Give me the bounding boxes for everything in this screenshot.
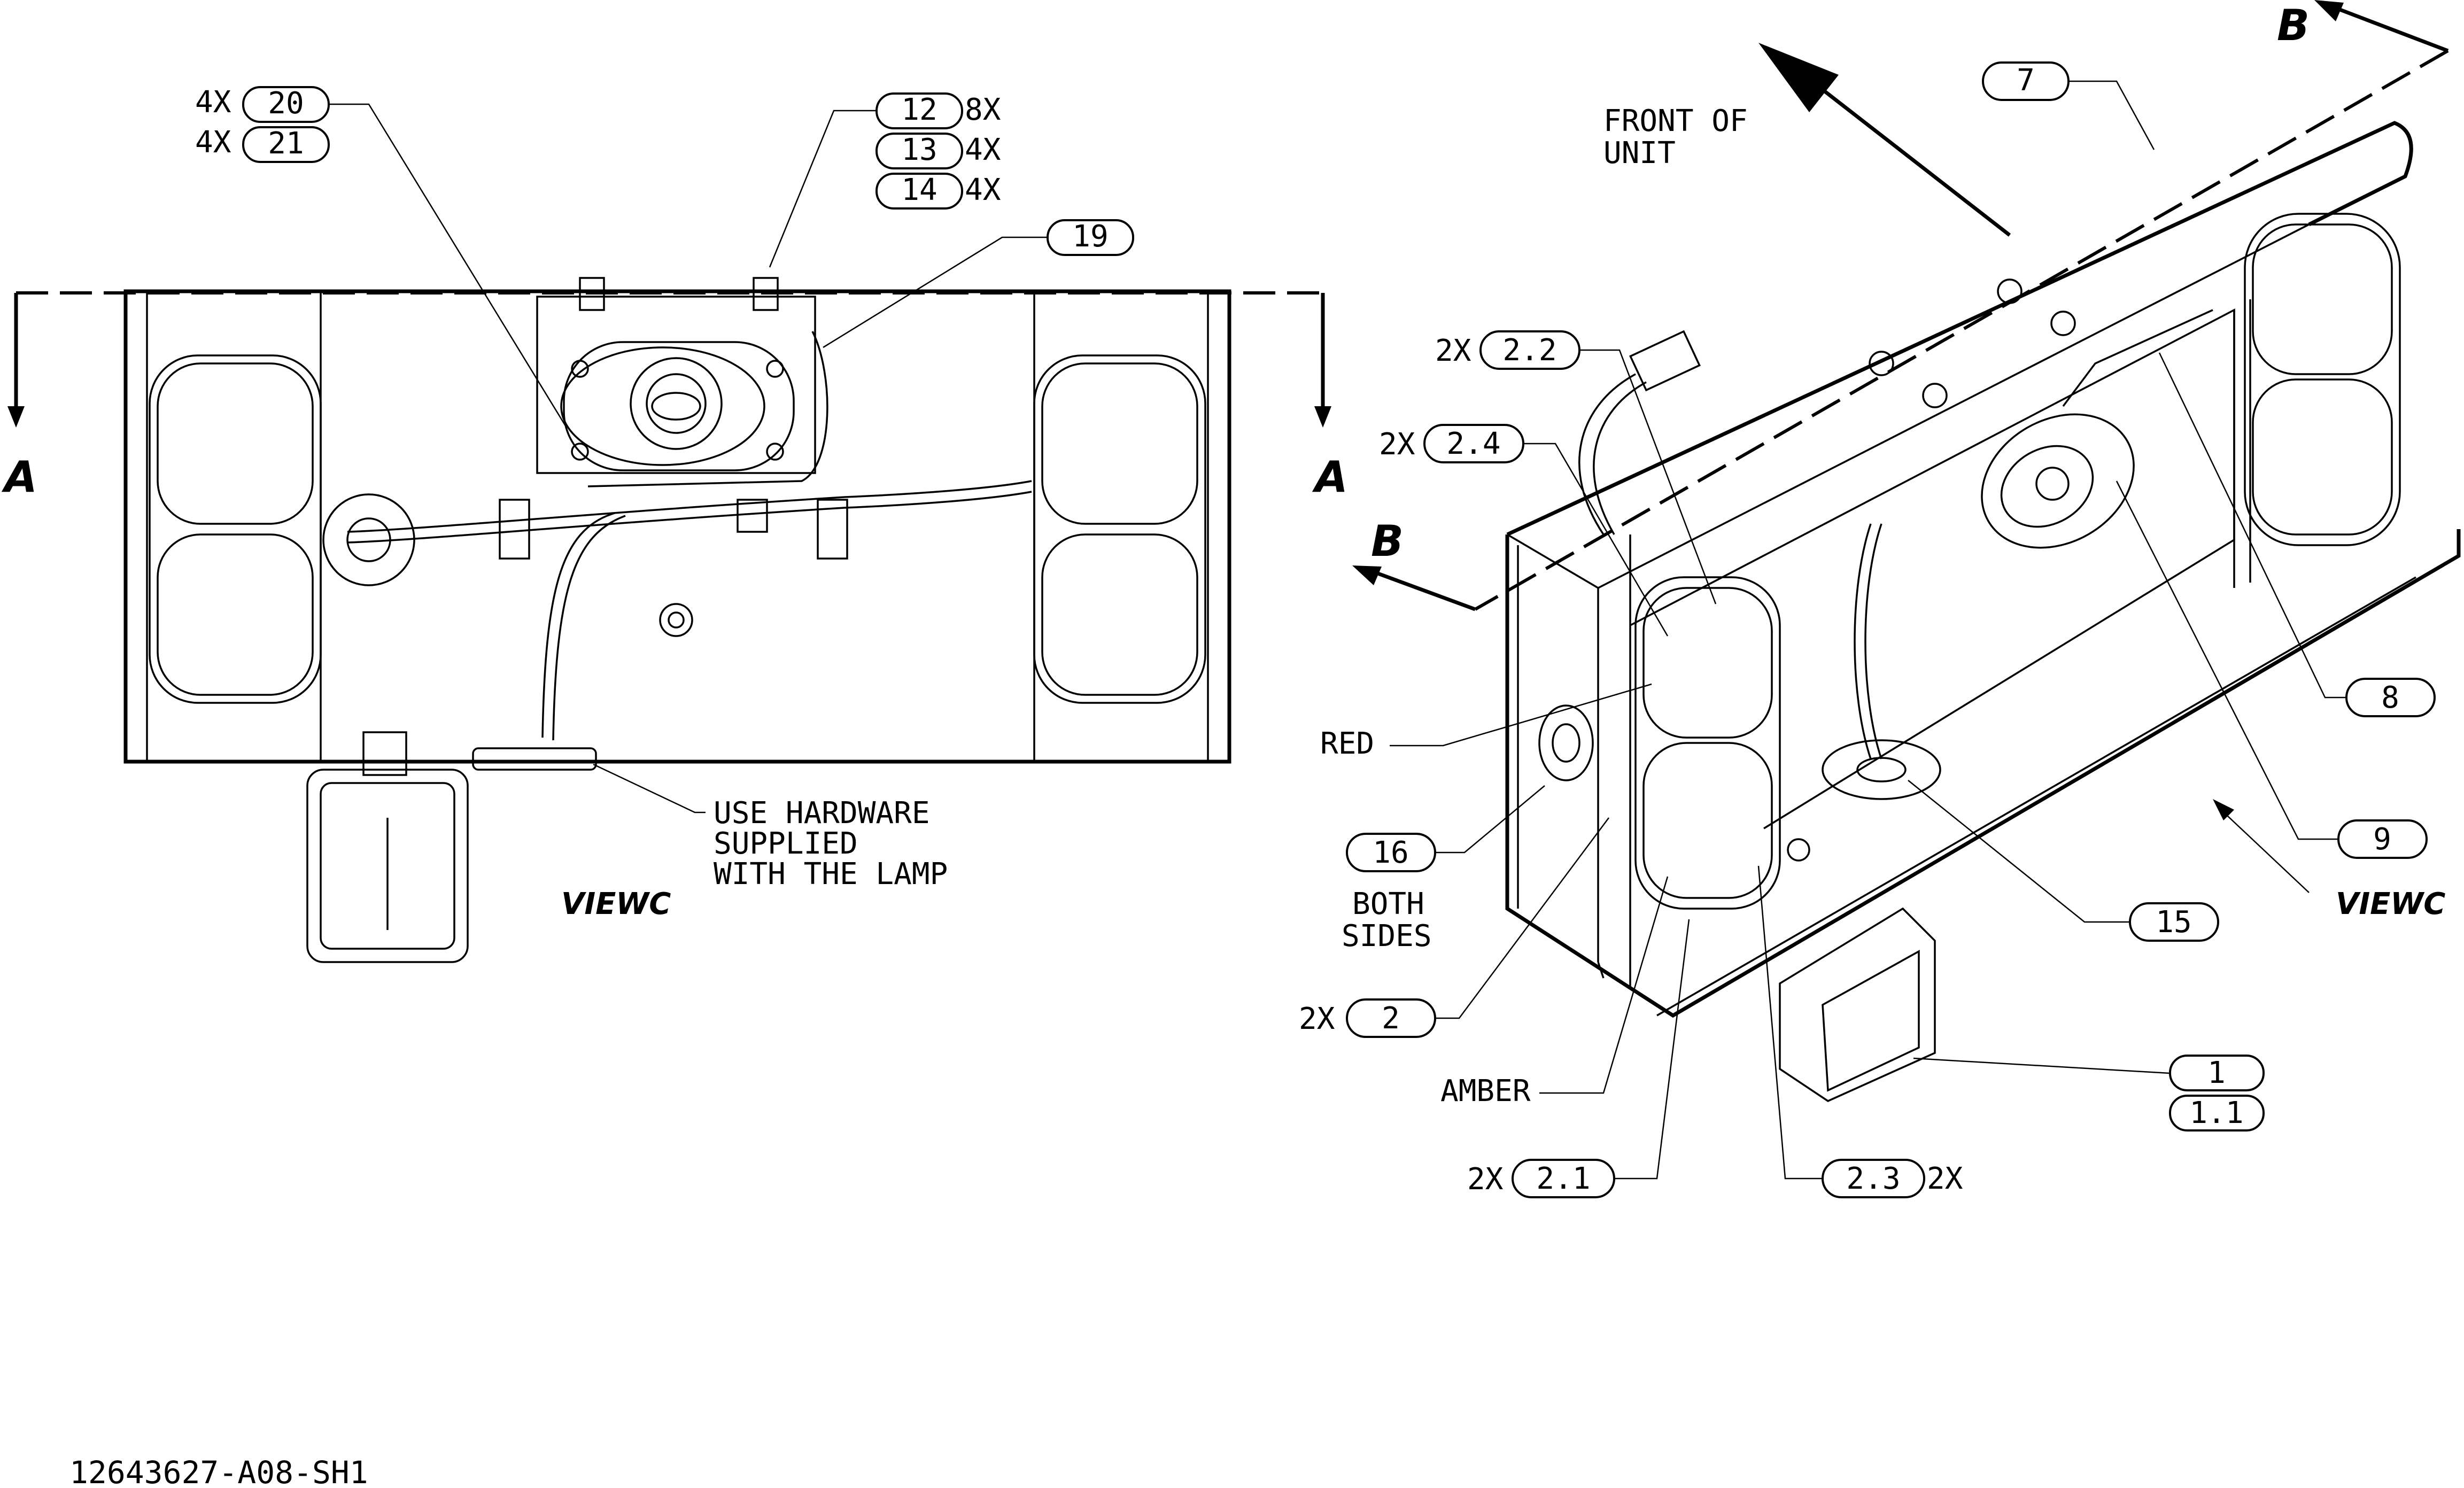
iso-connector [1629, 330, 1701, 392]
svg-text:4X: 4X [965, 173, 1001, 207]
work-lamp-left [306, 731, 469, 963]
callout-2-4: 2X 2.4 [1379, 424, 1669, 637]
view-label-left: VIEWC [561, 887, 671, 921]
callout-14: 14 4X [875, 173, 1001, 210]
iso-work-lamp [1779, 907, 1936, 1102]
svg-text:2X: 2X [1379, 427, 1415, 462]
callout-16: 16 [1346, 785, 1545, 872]
svg-text:8: 8 [2381, 680, 2399, 715]
svg-text:4X: 4X [195, 125, 231, 160]
section-label-b-top: B [2277, 1, 2310, 50]
hardware-strip [472, 747, 597, 771]
section-label-b-left: B [1371, 516, 1404, 566]
svg-text:SIDES: SIDES [1342, 919, 1432, 954]
svg-text:4X: 4X [195, 85, 231, 120]
svg-text:UNIT: UNIT [1603, 136, 1676, 170]
callout-20: 4X 20 [195, 85, 568, 428]
callout-8: 8 [2158, 352, 2436, 717]
note-front-of-unit: FRONT OF UNIT [1603, 104, 1748, 170]
svg-text:2.4: 2.4 [1446, 427, 1500, 461]
top-flange [1506, 121, 2413, 537]
iso-grommet [1822, 739, 1941, 800]
callout-7: 7 [1982, 61, 2155, 150]
svg-text:USE HARDWARE: USE HARDWARE [714, 796, 930, 831]
svg-text:2X: 2X [1299, 1002, 1335, 1036]
section-label-a-left: A [1, 452, 37, 502]
grommet [322, 493, 415, 586]
svg-text:2.1: 2.1 [1536, 1161, 1590, 1196]
view-c-arrow-right: VIEWC [2213, 799, 2445, 921]
center-nut [659, 603, 693, 637]
svg-text:16: 16 [1373, 835, 1408, 870]
note-use-hardware: USE HARDWARE SUPPLIED WITH THE LAMP [593, 763, 948, 892]
svg-text:21: 21 [268, 126, 304, 161]
callout-12: 12 8X [769, 92, 1001, 268]
callout-2-3: 2.3 2X [1757, 865, 1963, 1198]
iso-backup-alarm [1981, 413, 2135, 549]
callout-2-2: 2X 2.2 [1435, 330, 1717, 604]
iso-side-grommet [1538, 704, 1594, 781]
svg-text:SUPPLIED: SUPPLIED [714, 826, 858, 861]
svg-text:2.3: 2.3 [1846, 1161, 1900, 1196]
svg-text:2.2: 2.2 [1502, 333, 1556, 368]
svg-text:WITH THE LAMP: WITH THE LAMP [714, 857, 948, 892]
callout-1: 1 [1913, 1055, 2265, 1091]
backup-alarm [536, 296, 816, 474]
svg-text:RED: RED [1320, 726, 1374, 761]
svg-text:9: 9 [2373, 822, 2391, 857]
svg-text:2X: 2X [1467, 1162, 1504, 1197]
drawing-number: 12643627-A08-SH1 [69, 1454, 368, 1488]
iso-left-lamp [1634, 576, 1781, 910]
callout-19: 19 [823, 219, 1134, 348]
svg-text:4X: 4X [965, 133, 1001, 167]
svg-text:13: 13 [901, 133, 937, 167]
housing-outline [123, 289, 1231, 764]
note-both-sides: BOTH SIDES [1342, 887, 1432, 954]
right-lamp [1033, 354, 1206, 704]
svg-text:14: 14 [901, 173, 937, 207]
svg-text:2X: 2X [1435, 334, 1471, 368]
svg-text:7: 7 [2017, 63, 2035, 98]
iso-right-lamp [2244, 213, 2401, 546]
view-label-right: VIEWC [2336, 887, 2445, 921]
svg-text:FRONT OF: FRONT OF [1603, 104, 1748, 138]
svg-text:1.1: 1.1 [2189, 1096, 2243, 1130]
svg-text:19: 19 [1072, 219, 1108, 254]
svg-text:2X: 2X [1927, 1161, 1963, 1196]
svg-text:15: 15 [2156, 905, 2191, 940]
section-line-b [1474, 49, 2449, 611]
note-amber: AMBER [1440, 876, 1669, 1109]
left-view-c [7, 277, 1331, 963]
svg-text:BOTH: BOTH [1352, 887, 1424, 921]
svg-text:2: 2 [1382, 1001, 1400, 1036]
callout-2: 2X 2 [1299, 817, 1610, 1038]
svg-text:8X: 8X [965, 92, 1001, 127]
callout-9: 9 [2116, 480, 2428, 859]
callout-15: 15 [1908, 780, 2219, 942]
left-lamp [149, 354, 322, 704]
callout-1-1: 1.1 [2169, 1095, 2265, 1132]
callout-13: 13 4X [875, 133, 1001, 169]
svg-text:1: 1 [2207, 1056, 2226, 1090]
note-red: RED [1320, 683, 1652, 761]
callout-21: 4X 21 [195, 125, 330, 163]
svg-text:12: 12 [901, 92, 937, 127]
callout-2-1: 2X 2.1 [1467, 919, 1690, 1198]
svg-text:20: 20 [268, 86, 304, 121]
section-label-a-right: A [1312, 452, 1348, 502]
svg-text:AMBER: AMBER [1440, 1074, 1531, 1109]
isometric-view [1352, 0, 2461, 1102]
